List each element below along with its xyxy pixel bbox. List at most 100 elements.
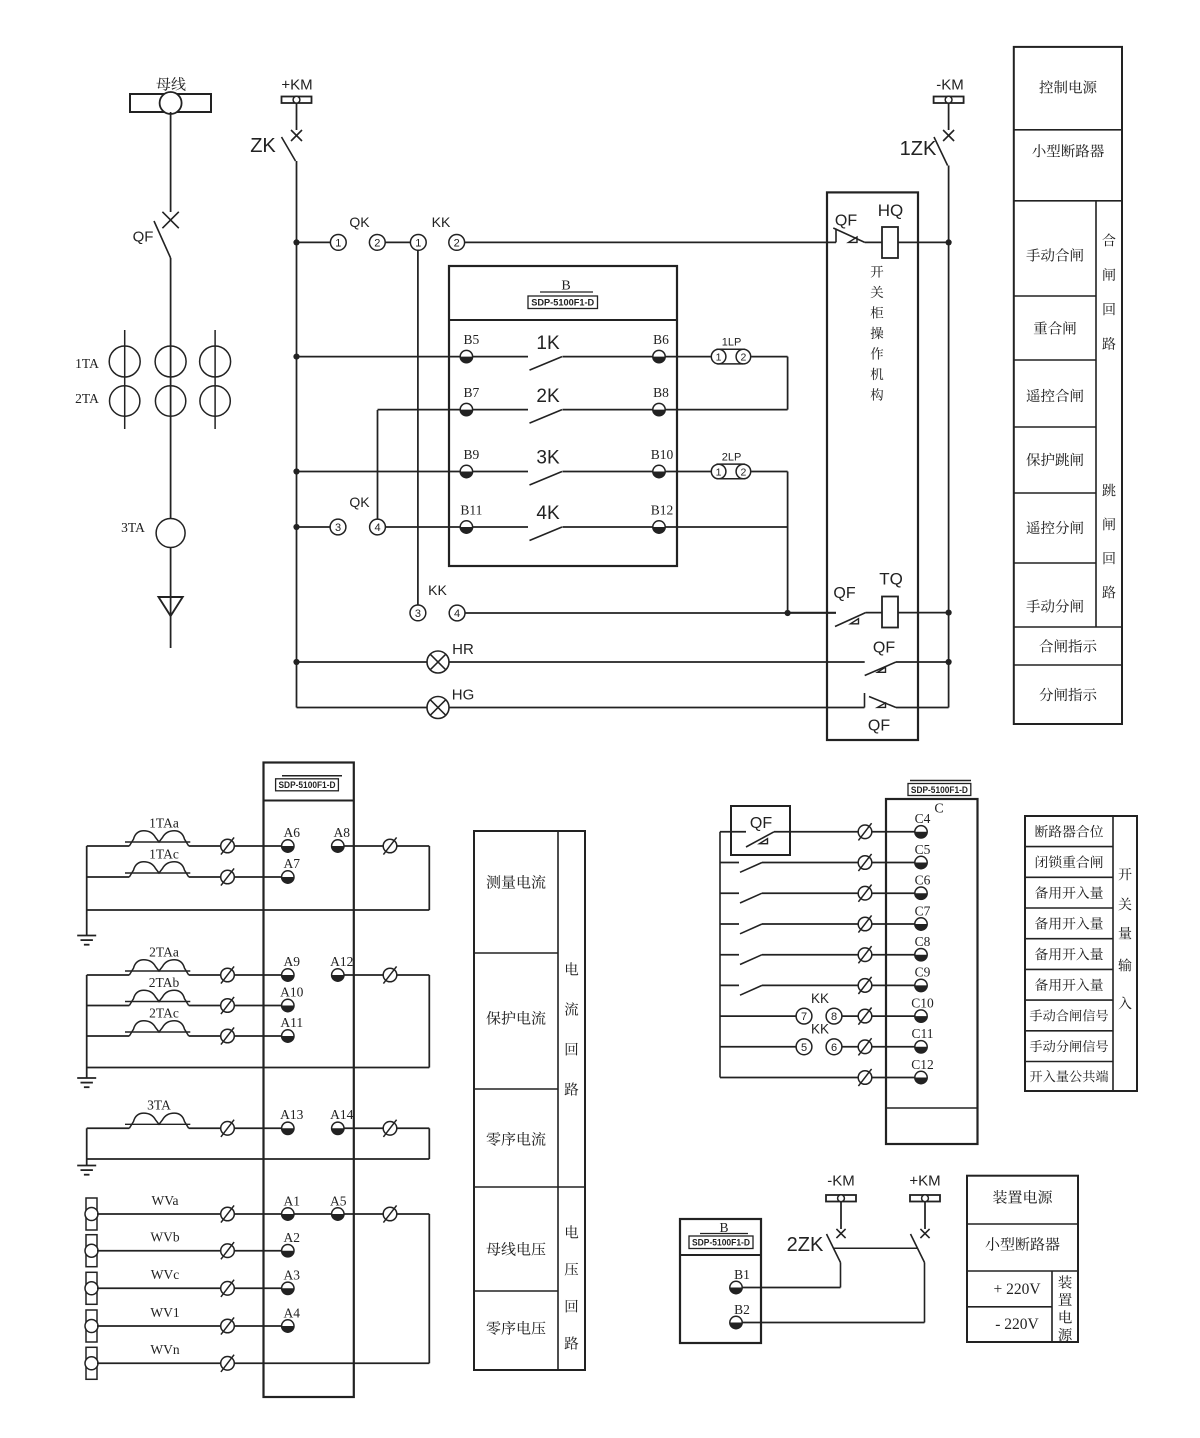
svg-text:5: 5 [801, 1042, 807, 1054]
svg-text:A2: A2 [284, 1230, 301, 1245]
svg-text:+ 220V: + 220V [993, 1281, 1041, 1298]
svg-text:SDP-5100F1-D: SDP-5100F1-D [911, 785, 968, 796]
svg-text:C12: C12 [911, 1057, 934, 1072]
svg-text:HQ: HQ [878, 201, 904, 220]
svg-text:QF: QF [133, 228, 154, 245]
svg-text:HG: HG [452, 686, 475, 703]
svg-text:A8: A8 [334, 825, 351, 840]
svg-text:-KM: -KM [936, 76, 964, 93]
svg-text:3K: 3K [536, 448, 560, 469]
svg-text:2LP: 2LP [722, 451, 742, 463]
svg-text:WVb: WVb [150, 1229, 179, 1244]
svg-text:2ZK: 2ZK [787, 1234, 824, 1256]
svg-text:C9: C9 [915, 965, 931, 980]
svg-text:QK: QK [349, 214, 370, 230]
svg-text:1K: 1K [536, 333, 560, 354]
svg-text:WV1: WV1 [150, 1305, 179, 1320]
svg-text:KK: KK [811, 991, 829, 1006]
svg-text:SDP-5100F1-D: SDP-5100F1-D [279, 780, 336, 791]
svg-text:A9: A9 [284, 954, 301, 969]
svg-text:B9: B9 [464, 447, 480, 462]
svg-text:QF: QF [750, 815, 772, 832]
svg-text:QF: QF [835, 213, 857, 230]
svg-text:1: 1 [716, 351, 722, 363]
svg-text:B1: B1 [734, 1267, 750, 1282]
svg-text:-KM: -KM [827, 1172, 855, 1189]
svg-text:2TAa: 2TAa [149, 944, 179, 959]
svg-text:C11: C11 [911, 1026, 933, 1041]
svg-text:A13: A13 [280, 1107, 303, 1122]
svg-text:QF: QF [873, 640, 895, 657]
svg-text:A7: A7 [284, 856, 301, 871]
svg-text:KK: KK [811, 1021, 829, 1036]
svg-text:3TA: 3TA [121, 520, 145, 535]
svg-text:1LP: 1LP [722, 337, 742, 349]
svg-text:WVc: WVc [151, 1267, 179, 1282]
svg-text:1TAc: 1TAc [149, 846, 179, 861]
svg-text:+KM: +KM [281, 76, 312, 93]
svg-text:2K: 2K [536, 386, 560, 407]
svg-text:4: 4 [374, 522, 380, 534]
svg-text:1TA: 1TA [75, 356, 99, 371]
svg-text:B7: B7 [464, 385, 480, 400]
svg-text:C8: C8 [915, 934, 931, 949]
svg-text:A14: A14 [330, 1107, 353, 1122]
svg-text:WVa: WVa [152, 1193, 179, 1208]
svg-text:A5: A5 [330, 1193, 347, 1208]
svg-text:2: 2 [374, 237, 380, 249]
svg-text:4K: 4K [536, 503, 560, 524]
svg-text:2TAc: 2TAc [149, 1005, 179, 1020]
svg-text:8: 8 [831, 1011, 837, 1023]
svg-text:KK: KK [428, 582, 447, 598]
svg-text:C4: C4 [915, 811, 931, 826]
svg-text:- 220V: - 220V [995, 1316, 1039, 1333]
svg-text:C5: C5 [915, 842, 931, 857]
svg-text:C6: C6 [915, 872, 931, 887]
svg-text:2: 2 [740, 466, 746, 478]
svg-text:A11: A11 [280, 1015, 303, 1030]
svg-text:1: 1 [415, 237, 421, 249]
svg-text:A3: A3 [284, 1268, 301, 1283]
svg-text:2: 2 [740, 351, 746, 363]
svg-text:2TA: 2TA [75, 391, 99, 406]
svg-text:ZK: ZK [250, 135, 276, 157]
svg-text:A6: A6 [284, 825, 301, 840]
svg-text:+KM: +KM [909, 1172, 940, 1189]
svg-text:C7: C7 [915, 903, 931, 918]
svg-text:1TAa: 1TAa [149, 815, 179, 830]
svg-text:1: 1 [716, 466, 722, 478]
svg-text:WVn: WVn [150, 1342, 179, 1357]
svg-text:7: 7 [801, 1011, 807, 1023]
svg-text:A4: A4 [284, 1305, 301, 1320]
svg-text:A1: A1 [284, 1193, 301, 1208]
svg-text:B11: B11 [460, 502, 482, 517]
svg-text:B12: B12 [651, 502, 674, 517]
svg-text:TQ: TQ [879, 570, 903, 589]
svg-text:B: B [561, 278, 570, 293]
svg-text:QK: QK [349, 494, 370, 510]
svg-text:QF: QF [833, 585, 855, 602]
svg-text:3TA: 3TA [147, 1098, 171, 1113]
svg-text:B10: B10 [651, 447, 674, 462]
svg-text:1ZK: 1ZK [900, 138, 937, 160]
svg-text:4: 4 [454, 608, 460, 620]
svg-text:B2: B2 [734, 1302, 750, 1317]
svg-text:HR: HR [452, 641, 474, 658]
svg-text:1: 1 [335, 237, 341, 249]
svg-text:6: 6 [831, 1042, 837, 1054]
svg-text:QF: QF [868, 718, 890, 735]
svg-text:B5: B5 [464, 332, 480, 347]
svg-text:2TAb: 2TAb [149, 975, 180, 990]
svg-text:SDP-5100F1-D: SDP-5100F1-D [531, 298, 594, 309]
svg-text:B8: B8 [653, 385, 669, 400]
svg-text:3: 3 [335, 522, 341, 534]
svg-text:A10: A10 [280, 984, 303, 999]
svg-text:C10: C10 [911, 995, 934, 1010]
svg-text:B6: B6 [653, 332, 669, 347]
svg-text:A12: A12 [330, 954, 353, 969]
svg-text:KK: KK [432, 214, 451, 230]
svg-text:SDP-5100F1-D: SDP-5100F1-D [692, 1238, 750, 1249]
svg-text:3: 3 [415, 608, 421, 620]
svg-text:C: C [934, 801, 943, 816]
svg-text:2: 2 [454, 237, 460, 249]
